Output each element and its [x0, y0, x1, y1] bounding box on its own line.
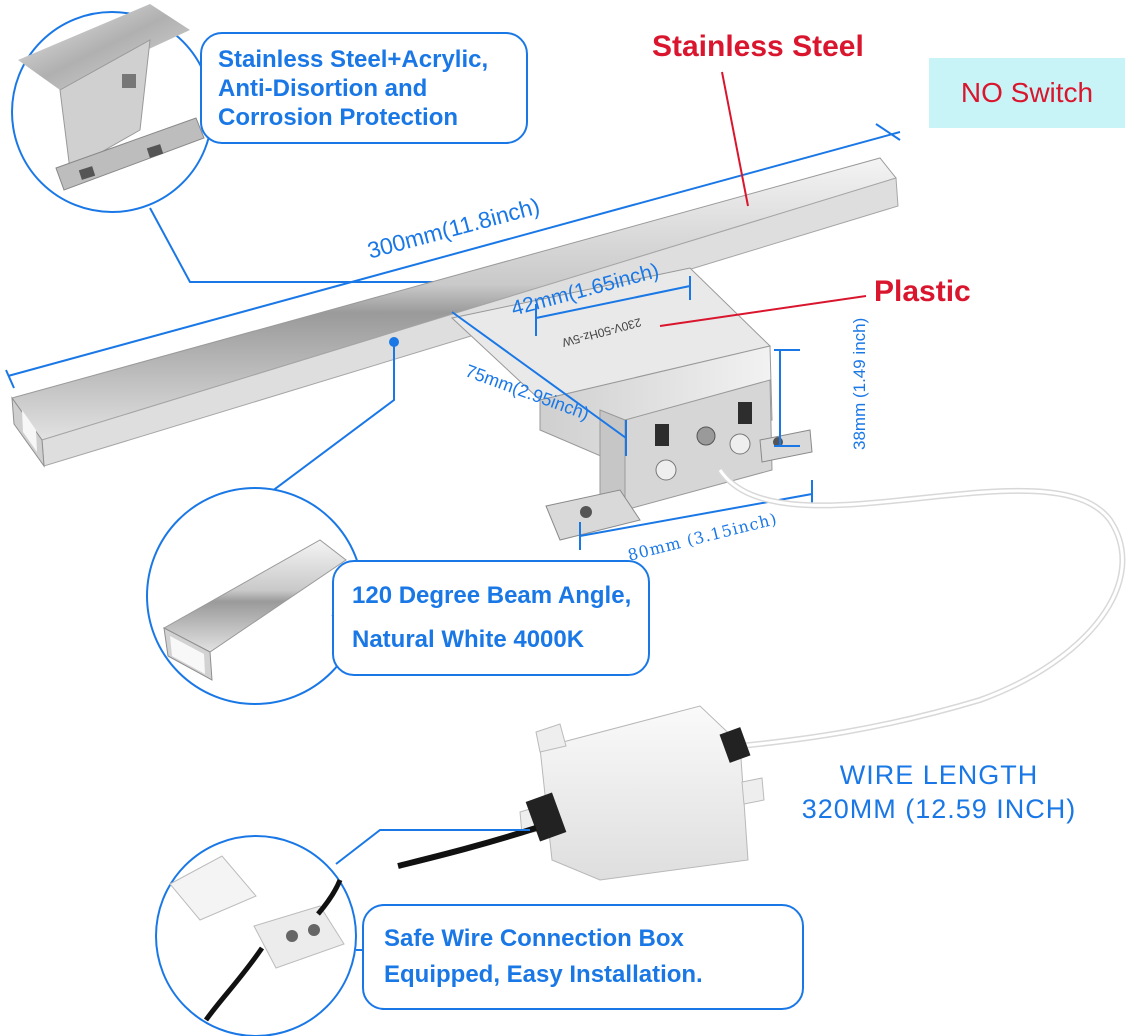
height-dimension: 38mm (1.49 inch)	[850, 317, 869, 450]
plastic-label: Plastic	[874, 275, 971, 308]
beam-line-2: Natural White 4000K	[352, 626, 585, 653]
beam-angle-callout: 120 Degree Beam Angle, Natural White 400…	[332, 560, 650, 676]
mount-box: 230V-50Hz-5W	[450, 267, 813, 541]
no-switch-badge: NO Switch	[929, 58, 1125, 128]
wire-line-2: 320MM (12.59 INCH)	[801, 794, 1077, 824]
wiring-closeup-circle	[155, 835, 357, 1036]
bar-end-closeup-circle	[146, 487, 364, 705]
beam-line-1: 120 Degree Beam Angle,	[352, 582, 632, 609]
wire-length-label: WIRE LENGTH 320MM (12.59 INCH)	[764, 758, 1114, 826]
material-line-2: Anti-Disortion and	[218, 74, 428, 102]
material-line-3: Corrosion Protection	[218, 103, 459, 131]
connection-box-callout: Safe Wire Connection Box Equipped, Easy …	[362, 904, 804, 1010]
box-line-1: Safe Wire Connection Box	[384, 925, 684, 952]
wire-line-1: WIRE LENGTH	[839, 760, 1039, 790]
material-line-1: Stainless Steel+Acrylic,	[218, 45, 489, 73]
box-line-2: Equipped, Easy Installation.	[384, 961, 703, 988]
bracket-closeup-circle	[11, 4, 213, 213]
material-callout: Stainless Steel+Acrylic, Anti-Disortion …	[200, 32, 528, 144]
junction-box	[519, 705, 765, 881]
stainless-steel-label: Stainless Steel	[652, 30, 864, 63]
